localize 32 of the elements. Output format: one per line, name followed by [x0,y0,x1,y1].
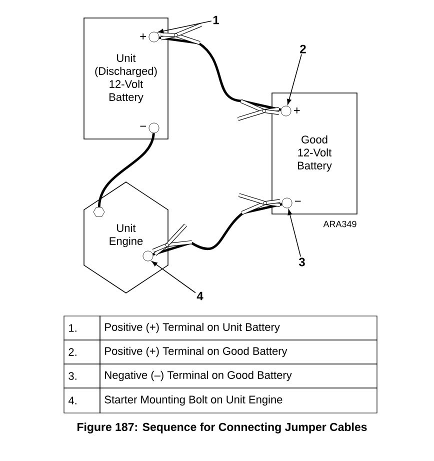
callout-number: 1 [213,16,219,24]
polarity-sign: + [140,34,146,40]
table-cell: Starter Mounting Bolt on Unit Engine [100,388,378,414]
polarity-sign: − [295,200,301,202]
engine-hexagon: Unit Engine [84,182,168,294]
jumper-cable [98,132,155,208]
leader-arrow [152,261,196,294]
jumper-cable [152,202,282,256]
figure-caption: Figure 187: Sequence for Connecting Jumper Cables [78,422,367,434]
terminal-circle [282,198,292,208]
table-cell: 4. [64,388,100,414]
terminal-circle [148,32,160,42]
terminal-circle [142,250,154,262]
leader-arrow [288,209,301,257]
figure-code: ARA349 [323,220,356,228]
callout-number: 4 [196,292,204,300]
bolt-hexagon [93,207,105,217]
polarity-sign: − [140,126,146,127]
leader-arrow [158,20,212,34]
callout-number: 2 [300,44,306,54]
table-cell: 3. [64,364,100,388]
table-cell: Negative (–) Terminal on Good Battery [100,364,378,388]
polarity-sign: + [294,108,300,114]
leader-arrow [286,54,302,105]
table-cell: Positive (+) Terminal on Good Battery [100,340,378,364]
table-cell: Positive (+) Terminal on Unit Battery [100,316,378,340]
table-cell: 2. [64,340,100,364]
table-cell: 1. [64,316,100,340]
callout-number: 3 [298,258,305,266]
terminal-circle [148,122,160,134]
jumper-cable [158,36,282,112]
terminal-circle [280,106,292,116]
